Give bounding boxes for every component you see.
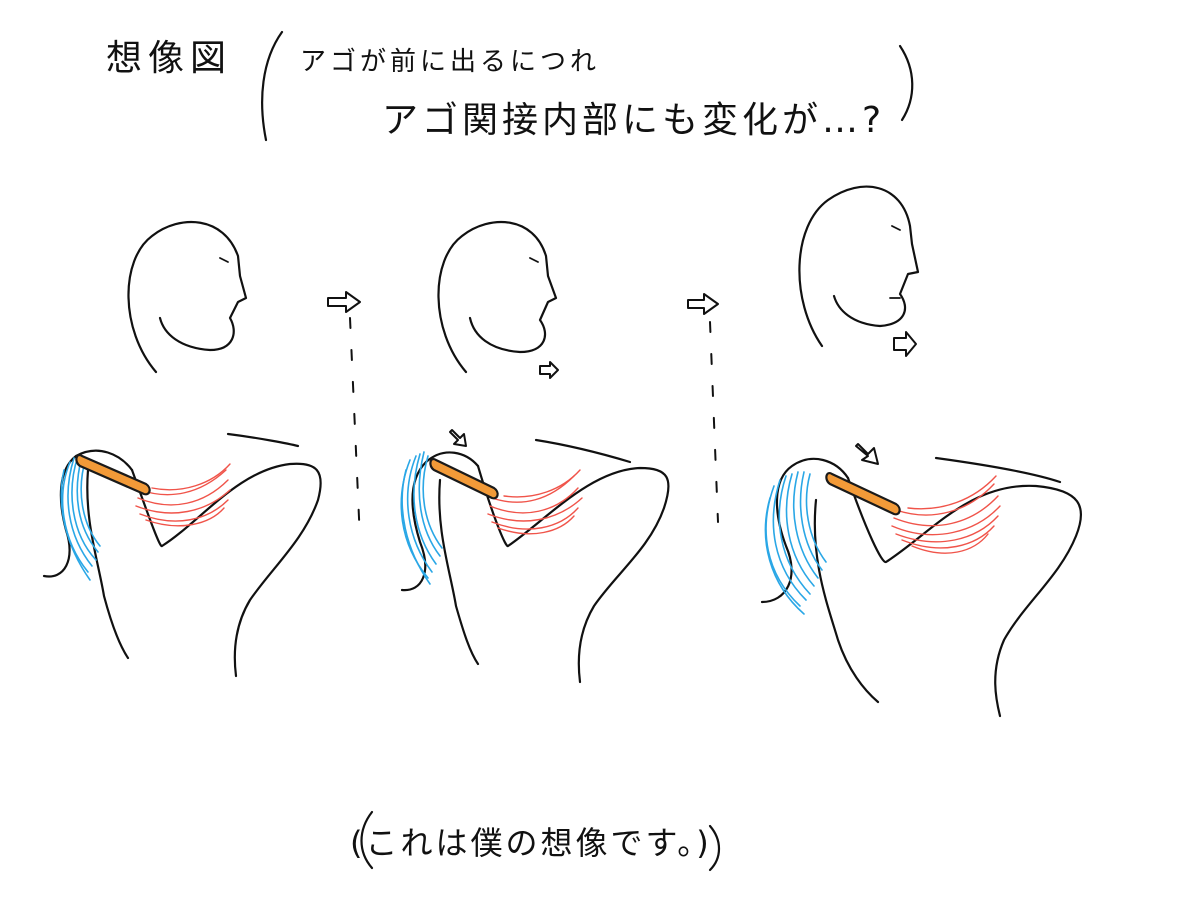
head-profile-1 [127, 220, 248, 374]
title-label: 想像図 [106, 38, 232, 79]
right-arrow-icon [687, 293, 719, 315]
ligament-3 [764, 471, 827, 615]
ligament-2 [400, 451, 443, 585]
transition-1 [327, 291, 361, 541]
condyle-outline-2 [438, 478, 480, 666]
footer-note: (これは僕の想像です。) [350, 824, 712, 862]
articular-disc-2 [429, 458, 499, 500]
progress-guide-2 [709, 321, 719, 523]
title-line-2: アゴ関接内部にも変化が…? [382, 100, 885, 141]
eminence-outline-2 [476, 464, 670, 684]
head-profile-3 [798, 185, 920, 348]
head-eye-1 [219, 257, 229, 263]
stage-1 [42, 220, 322, 678]
progress-guide-1 [349, 317, 361, 541]
right-arrow-icon [327, 291, 361, 313]
eminence-outline-3 [846, 476, 1083, 718]
head-profile-2 [437, 220, 558, 374]
muscle-3 [891, 475, 1001, 554]
title-close-paren [898, 44, 914, 122]
stage-3 [760, 185, 1083, 718]
eminence-outline-1 [130, 462, 322, 678]
down-right-arrow-icon-3 [855, 443, 879, 465]
footer-block: (これは僕の想像です。) [350, 810, 721, 872]
fossa-outline-1 [226, 432, 300, 448]
head-eye-3 [891, 225, 901, 231]
stage-2 [400, 220, 670, 684]
condyle-outline-1 [86, 468, 130, 660]
title-line-1: アゴが前に出るにつれ [300, 47, 600, 77]
articular-disc-3 [825, 472, 901, 516]
muscle-1 [135, 463, 231, 527]
fossa-outline-3 [934, 456, 1062, 484]
transition-2 [687, 293, 719, 523]
head-eye-2 [529, 257, 539, 263]
fossa-outline-2 [534, 438, 632, 464]
skull-outline-2 [400, 451, 480, 592]
footer-open-paren [360, 810, 374, 870]
title-block: 想像図 アゴが前に出るにつれ アゴ関接内部にも変化が…? [106, 30, 914, 142]
articular-disc-1 [75, 454, 151, 496]
footer-close-paren [708, 824, 721, 872]
muscle-2 [487, 469, 583, 535]
title-open-paren [261, 30, 284, 142]
chin-forward-arrow-3 [893, 331, 917, 357]
down-right-arrow-icon-2 [449, 429, 467, 447]
chin-forward-arrow-2 [539, 361, 559, 379]
skull-outline-3 [760, 457, 850, 604]
